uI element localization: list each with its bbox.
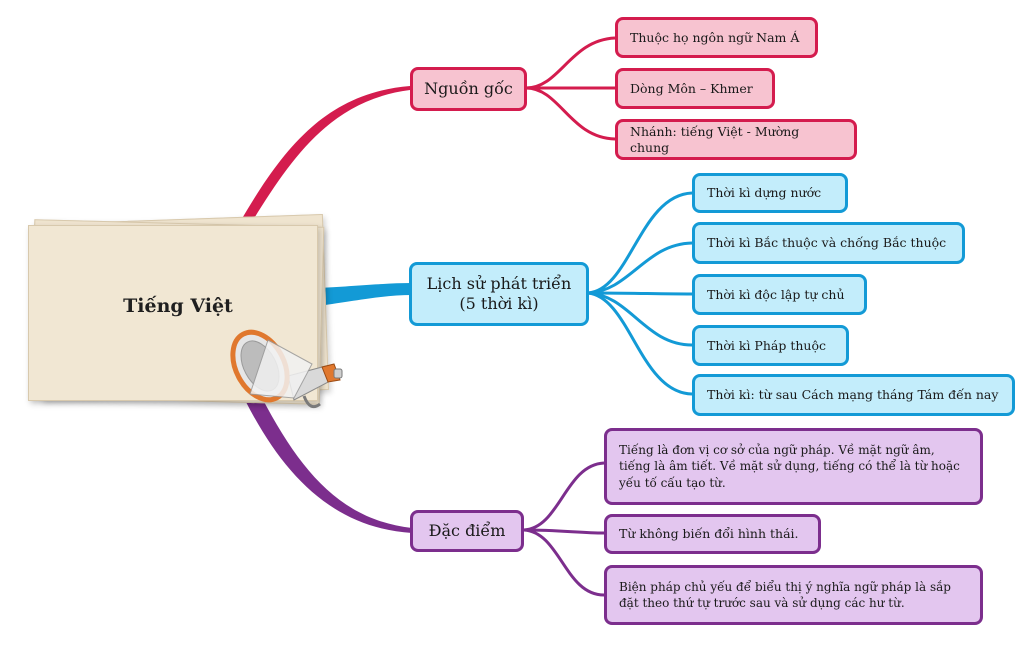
leaf-origin-1[interactable]: Thuộc họ ngôn ngữ Nam Á	[615, 17, 818, 58]
leaf-features-2-text: Từ không biến đổi hình thái.	[619, 526, 799, 542]
connector-origin-1	[525, 36, 616, 90]
connector-history-2	[587, 241, 693, 295]
leaf-history-1-text: Thời kì dựng nước	[707, 185, 822, 201]
branch-origin-line-1: Nguồn gốc	[424, 79, 513, 98]
connector-history-3	[587, 291, 693, 296]
leaf-features-1[interactable]: Tiếng là đơn vị cơ sở của ngữ pháp. Về m…	[604, 428, 983, 505]
branch-history-line-1: Lịch sử phát triển	[426, 274, 572, 293]
leaf-features-1-line-3: yếu tố cấu tạo từ.	[619, 475, 726, 490]
leaf-features-3-line-1: Biện pháp chủ yếu để biểu thị ý nghĩa ng…	[619, 579, 951, 594]
trunk-origin	[240, 86, 410, 225]
leaf-origin-3-text: Nhánh: tiếng Việt - Mường chung	[630, 123, 800, 155]
branch-node-features[interactable]: Đặc điểm	[410, 510, 524, 552]
megaphone-icon	[230, 329, 343, 409]
leaf-history-1[interactable]: Thời kì dựng nước	[692, 173, 848, 213]
connector-origin-3	[525, 86, 616, 141]
connector-history-1	[587, 191, 693, 295]
trunk-history	[318, 283, 412, 306]
leaf-history-4[interactable]: Thời kì Pháp thuộc	[692, 325, 849, 366]
leaf-history-5-text: Thời kì: từ sau Cách mạng tháng Tám đến …	[707, 387, 999, 403]
connector-features-2	[523, 528, 605, 535]
leaf-history-5[interactable]: Thời kì: từ sau Cách mạng tháng Tám đến …	[692, 374, 1015, 416]
history-connectors	[587, 191, 693, 396]
leaf-features-1-line-1: Tiếng là đơn vị cơ sở của ngữ pháp. Về m…	[619, 443, 935, 458]
connector-features-1	[523, 461, 605, 532]
leaf-features-3[interactable]: Biện pháp chủ yếu để biểu thị ý nghĩa ng…	[604, 565, 983, 625]
leaf-history-2[interactable]: Thời kì Bắc thuộc và chống Bắc thuộc	[692, 222, 965, 264]
leaf-history-3[interactable]: Thời kì độc lập tự chủ	[692, 274, 867, 315]
leaf-history-3-text: Thời kì độc lập tự chủ	[707, 286, 845, 302]
leaf-features-1-line-2: tiếng là âm tiết. Về mặt sử dụng, tiếng …	[619, 459, 960, 474]
origin-connectors	[525, 36, 616, 141]
leaf-history-4-text: Thời kì Pháp thuộc	[707, 337, 826, 353]
leaf-history-2-text: Thời kì Bắc thuộc và chống Bắc thuộc	[707, 235, 947, 251]
leaf-origin-2-text: Dòng Môn – Khmer	[630, 80, 753, 96]
leaf-features-3-line-2: đặt theo thứ tự trước sau và sử dụng các…	[619, 596, 905, 610]
features-connectors	[523, 461, 605, 597]
leaf-origin-3[interactable]: Nhánh: tiếng Việt - Mường chung	[615, 119, 857, 160]
branch-features-line-1: Đặc điểm	[428, 521, 506, 540]
connector-history-4	[587, 291, 693, 347]
branch-history-line-2: (5 thời kì)	[459, 294, 539, 313]
branch-node-history[interactable]: Lịch sử phát triển (5 thời kì)	[409, 262, 589, 326]
leaf-origin-2[interactable]: Dòng Môn – Khmer	[615, 68, 775, 109]
trunk-features	[246, 398, 412, 533]
leaf-features-2[interactable]: Từ không biến đổi hình thái.	[604, 514, 821, 554]
root-title: Tiếng Việt	[123, 295, 233, 317]
connector-features-3	[523, 528, 605, 597]
branch-node-origin[interactable]: Nguồn gốc	[410, 67, 527, 111]
connector-history-5	[587, 291, 693, 396]
leaf-origin-1-text: Thuộc họ ngôn ngữ Nam Á	[630, 29, 800, 45]
